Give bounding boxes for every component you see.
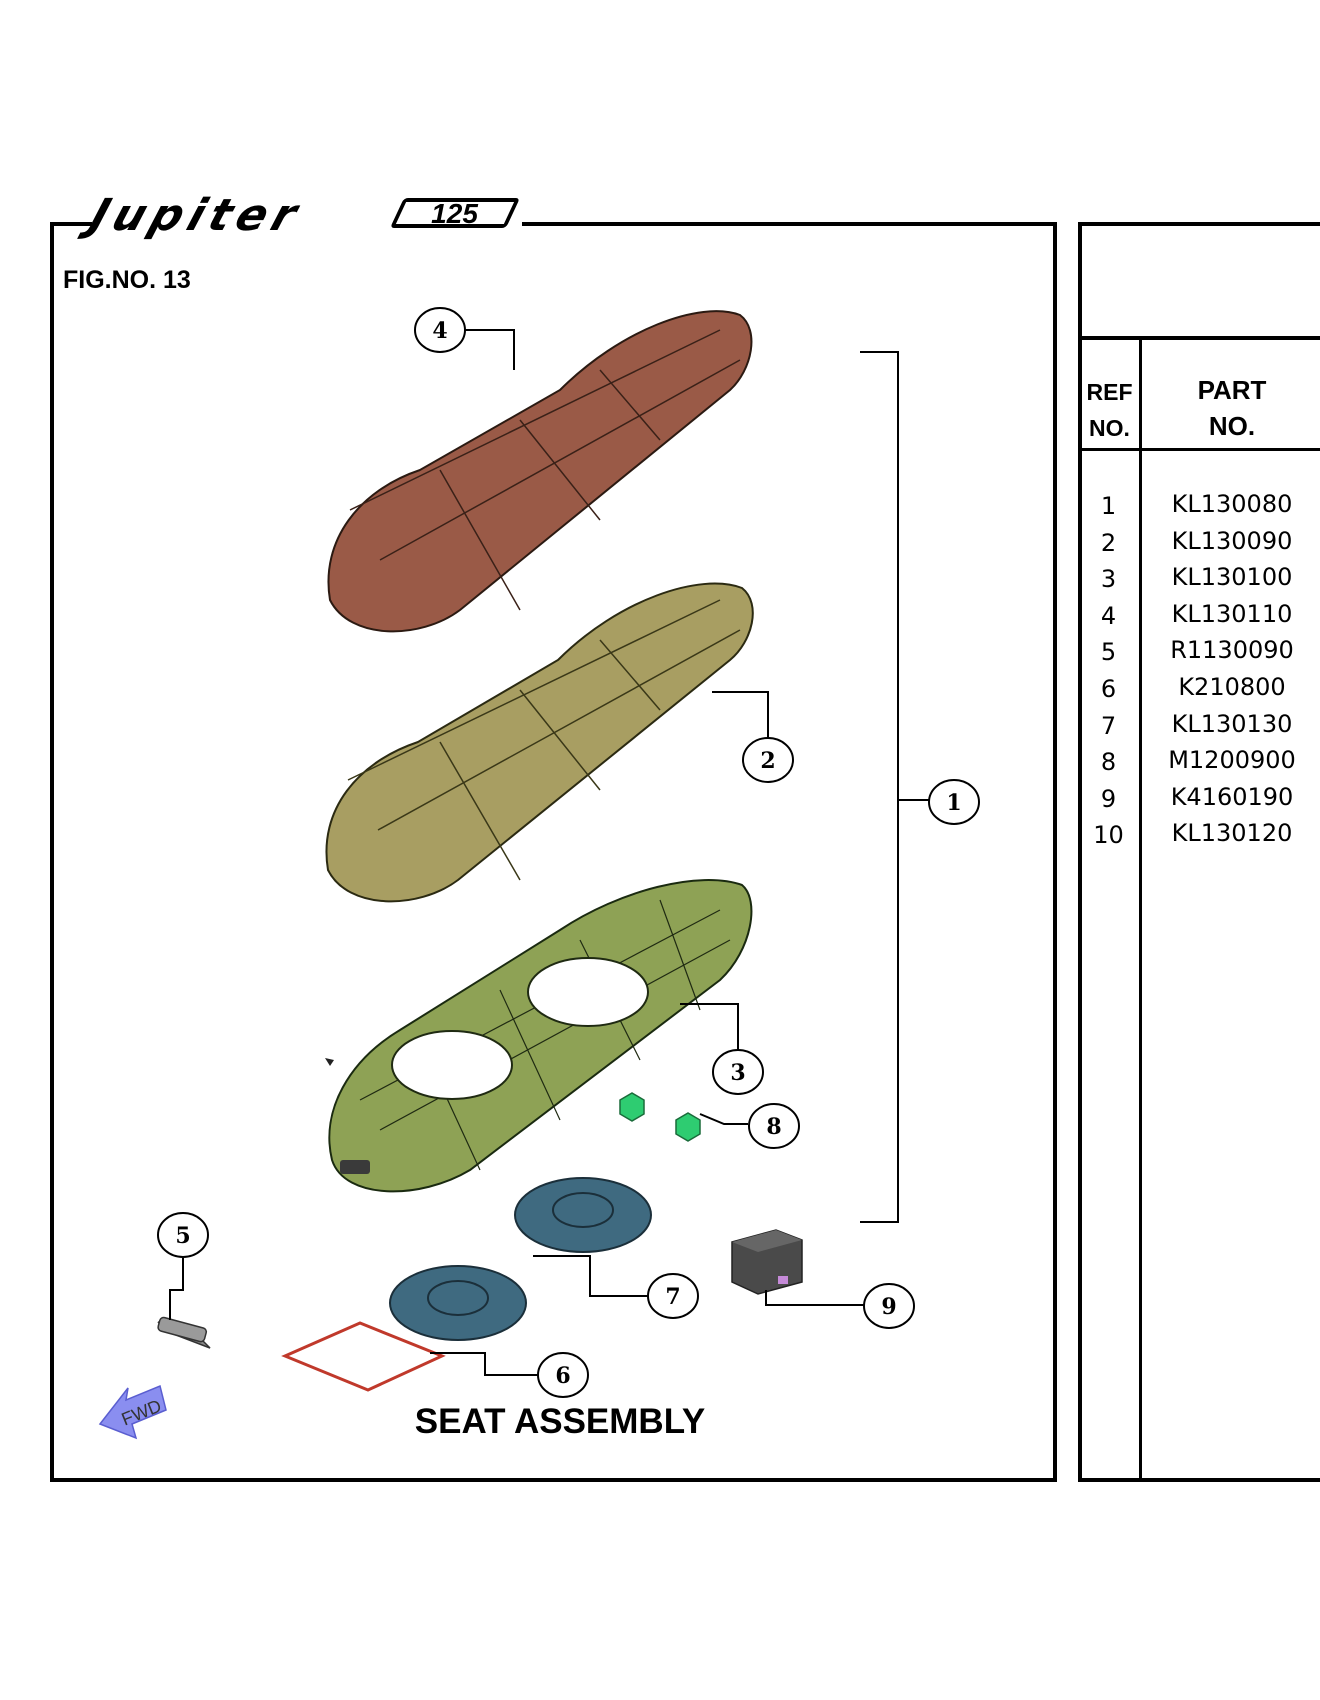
ref-cell: 8 (1100, 748, 1117, 777)
callout-3: 3 (712, 1049, 764, 1095)
bump-pad-upper (514, 1177, 652, 1253)
part-cell: KL130080 (1171, 490, 1293, 518)
part-cell: R1130090 (1170, 636, 1294, 665)
svg-text:9: 9 (881, 1294, 896, 1320)
part-cell: M1200900 (1168, 746, 1296, 775)
part-cell: KL130110 (1171, 599, 1293, 628)
part-cell: KL130100 (1171, 563, 1293, 592)
table-column-divider (1139, 338, 1142, 1482)
svg-text:5: 5 (175, 1223, 190, 1249)
callout-5: 5 (157, 1212, 209, 1258)
seat-cover-part (327, 310, 753, 633)
svg-text:8: 8 (766, 1114, 781, 1140)
figure-number: FIG.NO. 13 (63, 266, 191, 294)
clip-part (157, 1316, 211, 1349)
damper-block-part (731, 1229, 803, 1295)
logo-badge: 125 (390, 198, 520, 229)
part-cell: K4160190 (1170, 782, 1294, 811)
svg-text:6: 6 (555, 1363, 570, 1389)
assembly-bracket (860, 351, 930, 1223)
ref-cell: 10 (1093, 821, 1124, 850)
part-cell: KL130130 (1171, 709, 1293, 738)
part-header-line1: PART (1197, 375, 1267, 405)
ref-header-line1: REF (1086, 379, 1133, 405)
svg-text:1: 1 (946, 790, 961, 816)
ref-cell: 9 (1100, 784, 1117, 813)
ref-cell: 4 (1100, 601, 1117, 630)
diagram-caption: SEAT ASSEMBLY (414, 1402, 706, 1441)
logo-badge-text: 125 (431, 198, 478, 229)
ref-cell: 2 (1100, 528, 1117, 557)
svg-text:2: 2 (760, 748, 775, 774)
part-header-line2: NO. (1208, 411, 1256, 441)
seat-base-part (328, 879, 753, 1193)
svg-text:3: 3 (730, 1060, 745, 1086)
callout-8: 8 (748, 1103, 800, 1149)
bump-pad-lower (389, 1265, 527, 1341)
table-header-top-rule (1078, 336, 1320, 340)
svg-text:7: 7 (665, 1284, 680, 1310)
ref-cell: 1 (1100, 492, 1117, 520)
ref-header-line2: NO. (1089, 415, 1130, 441)
logo-wordmark: Jupiter (83, 190, 310, 241)
callout-9: 9 (863, 1283, 915, 1329)
seat-foam-part (325, 582, 754, 903)
part-cell: KL130120 (1171, 819, 1293, 848)
ref-cell: 7 (1100, 711, 1117, 740)
callout-1: 1 (928, 779, 980, 825)
svg-text:4: 4 (432, 318, 447, 344)
leader-lines (169, 329, 864, 1376)
callout-7: 7 (647, 1273, 699, 1319)
part-cell: KL130090 (1171, 526, 1293, 555)
ref-cell: 6 (1100, 674, 1117, 703)
figure-frame (50, 222, 1057, 1482)
parts-table-frame (1078, 222, 1320, 1482)
brand-logo: Jupiter 125 (84, 190, 522, 241)
part-cell: K210800 (1178, 672, 1286, 701)
callout-6: 6 (537, 1352, 589, 1398)
ref-cell: 3 (1100, 565, 1117, 594)
ref-no-header: REF NO. (1080, 374, 1139, 446)
callout-2: 2 (742, 737, 794, 783)
ref-cell: 5 (1100, 638, 1117, 667)
part-no-header: PART NO. (1142, 372, 1320, 444)
bolt-mark (325, 1058, 334, 1066)
gasket-part (281, 1321, 446, 1392)
nut-part (619, 1092, 701, 1142)
callout-4: 4 (414, 307, 466, 353)
table-header-bottom-rule (1078, 448, 1320, 451)
